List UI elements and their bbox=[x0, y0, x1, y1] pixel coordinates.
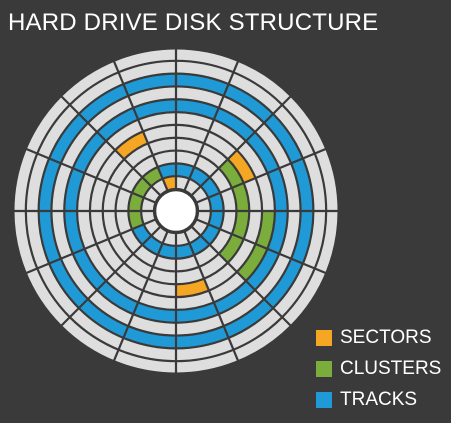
page-title: HARD DRIVE DISK STRUCTURE bbox=[8, 9, 379, 36]
cluster-arc bbox=[236, 211, 275, 281]
legend-label-clusters: CLUSTERS bbox=[340, 357, 442, 379]
platter-edge bbox=[11, 46, 341, 376]
sector-line bbox=[195, 147, 328, 204]
sector-line bbox=[183, 230, 240, 363]
legend-label-tracks: TRACKS bbox=[340, 388, 418, 410]
sector-line bbox=[112, 230, 169, 363]
sector-line bbox=[112, 59, 169, 192]
sector-line bbox=[59, 94, 162, 197]
legend-swatch-sectors bbox=[316, 329, 332, 346]
sector-line bbox=[190, 225, 293, 328]
legend-item-sectors: SECTORS bbox=[316, 322, 441, 353]
legend-label-sectors: SECTORS bbox=[340, 326, 432, 348]
sector-line bbox=[190, 94, 293, 197]
sector-line bbox=[24, 147, 157, 204]
legend-swatch-tracks bbox=[316, 391, 332, 408]
sector-block bbox=[162, 176, 176, 191]
legend-item-tracks: TRACKS bbox=[316, 384, 441, 415]
sector-line bbox=[59, 225, 162, 328]
sector-line bbox=[183, 59, 240, 192]
legend: SECTORS CLUSTERS TRACKS bbox=[316, 322, 441, 415]
sector-line bbox=[195, 218, 328, 275]
cluster-arc bbox=[218, 159, 250, 263]
sector-line bbox=[24, 218, 157, 275]
legend-swatch-clusters bbox=[316, 360, 332, 377]
legend-item-clusters: CLUSTERS bbox=[316, 353, 441, 384]
spindle-hub bbox=[153, 188, 199, 234]
sector-block bbox=[115, 131, 148, 160]
sector-block bbox=[227, 150, 256, 183]
